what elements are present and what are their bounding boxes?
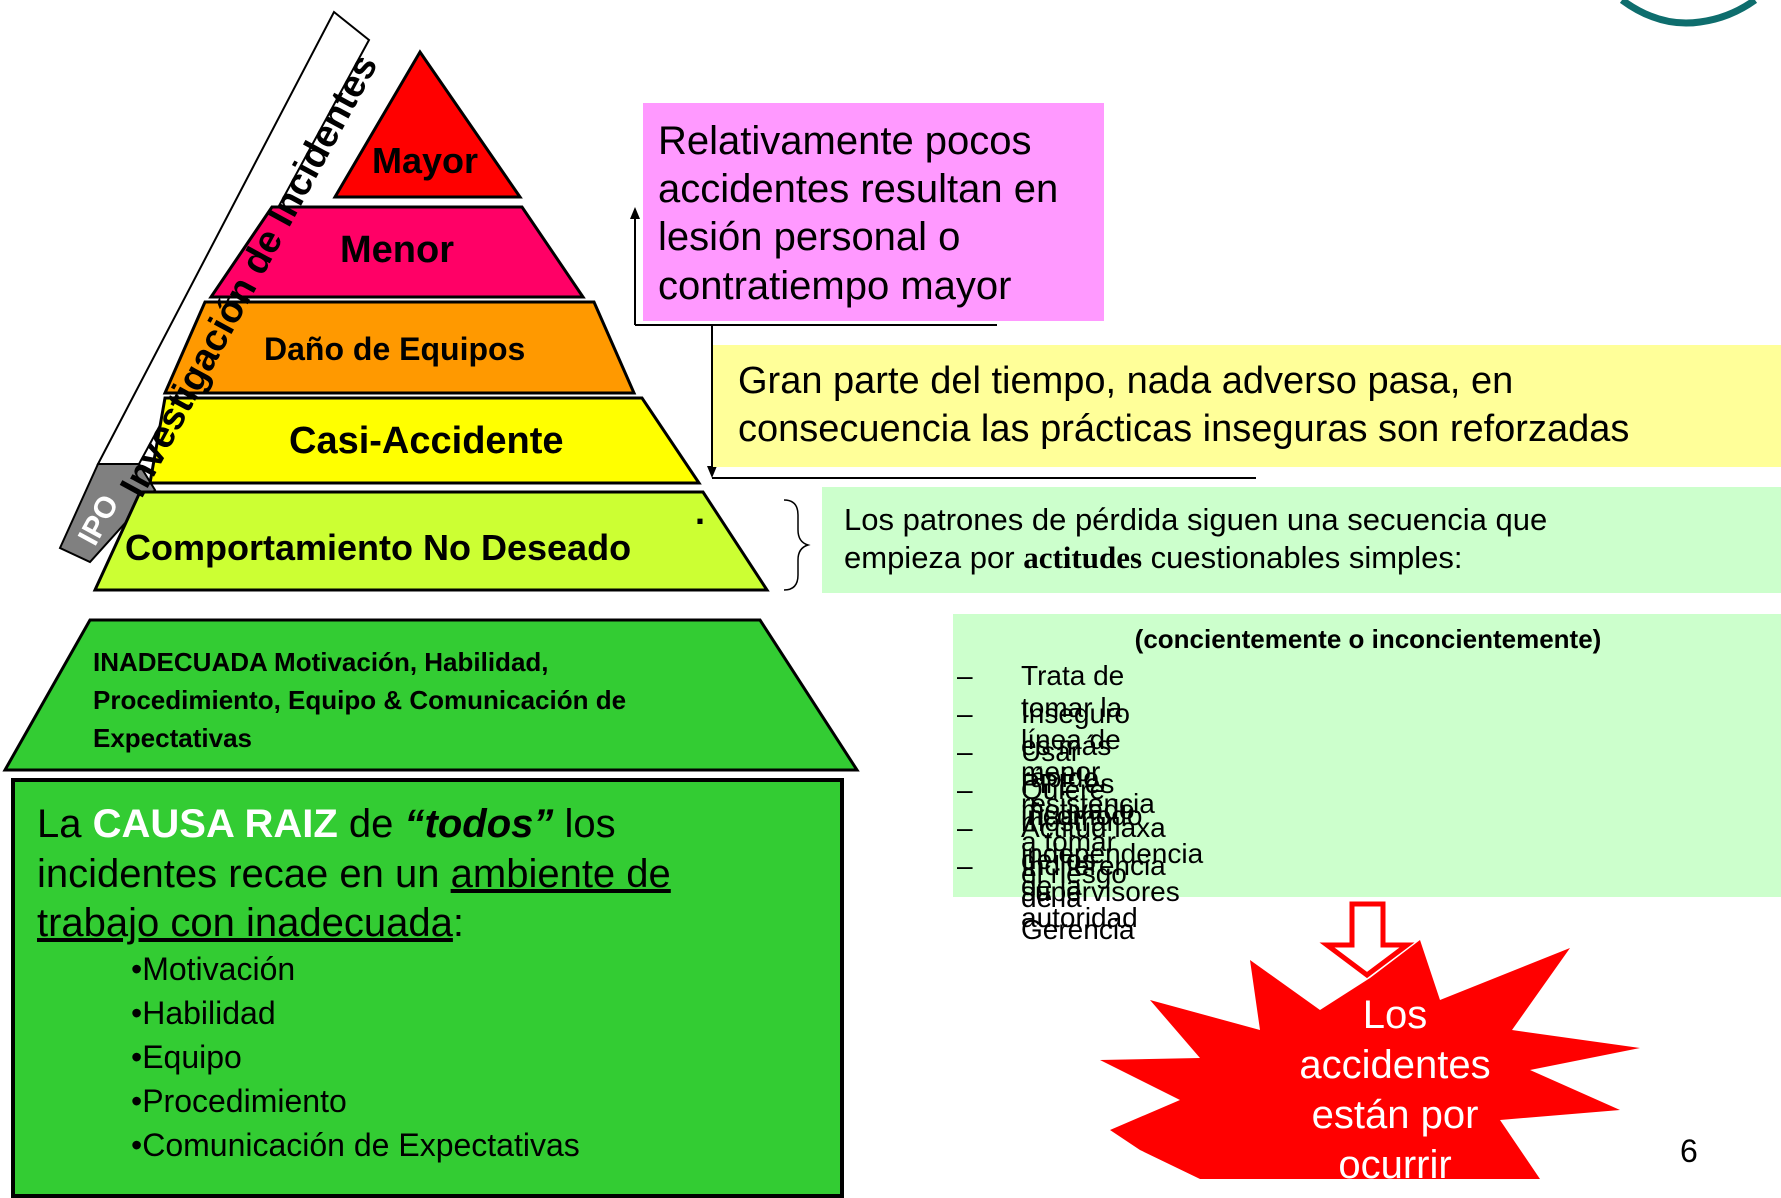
attitudes-header: (concientemente o inconcientemente) bbox=[1134, 624, 1602, 654]
pyramid-label-mayor: Mayor bbox=[372, 140, 479, 181]
root-cause-bullet: •Comunicación de Expectativas bbox=[131, 1127, 580, 1163]
burst-line: Los bbox=[1362, 993, 1428, 1037]
attitude-text: Trata de tomar la línea de menor resiste… bbox=[1021, 660, 1155, 819]
pyramid-label-comportamiento: Comportamiento No Deseado bbox=[125, 527, 632, 568]
root-cause-todos: “todos” bbox=[404, 802, 554, 846]
ipo-band bbox=[58, 463, 157, 564]
green-note-line-1: Los patrones de pérdida siguen una secue… bbox=[844, 502, 1548, 537]
pyramid-layer-mayor bbox=[332, 49, 523, 199]
pink-note-line: Relativamente pocos bbox=[658, 119, 1032, 163]
dash-icon: – bbox=[957, 812, 973, 843]
green-note-keyword: actitudes bbox=[1023, 540, 1143, 575]
pyramid-label-menor: Menor bbox=[340, 229, 454, 271]
green-note-line-2: empieza por actitudes cuestionables simp… bbox=[844, 540, 1463, 576]
root-cause-text: : bbox=[452, 901, 465, 945]
base-trapezoid bbox=[2, 618, 860, 772]
pink-note-line: lesión personal o bbox=[658, 215, 961, 259]
burst-line: están por bbox=[1311, 1093, 1479, 1137]
green-note-box: Los patrones de pérdida siguen una secue… bbox=[822, 487, 1781, 593]
base-trapezoid-line: Procedimiento, Equipo & Comunicación de bbox=[93, 685, 627, 715]
dash-icon: – bbox=[957, 774, 973, 805]
page-number: 6 bbox=[1680, 1133, 1698, 1169]
attitude-text: Actitud laxa de los supervisores bbox=[1021, 812, 1180, 907]
root-cause-keyword: CAUSA RAIZ bbox=[92, 802, 338, 846]
base-trapezoid-line: Expectativas bbox=[93, 723, 252, 753]
pyramid-layer-comportamiento bbox=[92, 490, 770, 592]
pink-note-line: contratiempo mayor bbox=[658, 264, 1012, 308]
burst-text: Los accidentes están por ocurrir bbox=[1270, 990, 1520, 1190]
explosion-burst-shape bbox=[1100, 940, 1640, 1179]
brace-icon bbox=[783, 499, 811, 591]
yellow-note-line: Gran parte del tiempo, nada adverso pasa… bbox=[738, 360, 1514, 402]
burst-line: accidentes bbox=[1299, 1043, 1491, 1087]
attitude-text: Usar PPE es incomodo bbox=[1021, 736, 1143, 831]
root-cause-bullet: •Habilidad bbox=[131, 995, 276, 1031]
yellow-note-line: consecuencia las prácticas inseguras son… bbox=[738, 408, 1630, 450]
root-cause-underlined: trabajo con inadecuada bbox=[37, 901, 453, 945]
dash-icon: – bbox=[957, 660, 973, 691]
pyramid-label-casi-accidente: Casi-Accidente bbox=[289, 420, 564, 462]
yellow-note-box: Gran parte del tiempo, nada adverso pasa… bbox=[713, 345, 1781, 467]
pyramid-layer-casi-accidente bbox=[148, 396, 702, 485]
arrow-down-icon bbox=[707, 466, 717, 478]
root-cause-line-3: trabajo con inadecuada: bbox=[37, 901, 464, 946]
root-cause-text: La bbox=[37, 802, 93, 846]
pyramid-dot: . bbox=[695, 491, 706, 532]
pink-note-box: Relativamente pocos accidentes resultan … bbox=[643, 103, 1104, 321]
root-cause-box: La CAUSA RAIZ de “todos” los incidentes … bbox=[11, 778, 844, 1198]
arrow-up-icon bbox=[630, 207, 640, 219]
hollow-arrow-down-icon bbox=[1319, 901, 1415, 979]
base-trapezoid-line: INADECUADA Motivación, Habilidad, bbox=[93, 647, 549, 677]
root-cause-text: incidentes recae en un bbox=[37, 852, 451, 896]
green-note-text: cuestionables simples: bbox=[1142, 540, 1463, 575]
pink-note-line: accidentes resultan en bbox=[658, 167, 1059, 211]
base-trapezoid-text: INADECUADA Motivación, Habilidad, Proced… bbox=[93, 643, 626, 757]
dash-icon: – bbox=[957, 850, 973, 881]
root-cause-underlined: ambiente de bbox=[450, 852, 671, 896]
attitude-text: Inseguro es más rápido, motivado a tomar… bbox=[1021, 698, 1135, 889]
root-cause-line-1: La CAUSA RAIZ de “todos” los bbox=[37, 802, 616, 847]
green-note-text: empieza por bbox=[844, 540, 1024, 575]
dash-icon: – bbox=[957, 736, 973, 767]
attitudes-box: (concientemente o inconcientemente) – Tra… bbox=[953, 614, 1781, 945]
pyramid-label-dano-equipos: Daño de Equipos bbox=[264, 331, 526, 367]
attitude-text: Quiere mostrar independencia de la autor… bbox=[1021, 774, 1204, 933]
dash-icon: – bbox=[957, 698, 973, 729]
root-cause-bullet: •Procedimiento bbox=[131, 1083, 347, 1119]
root-cause-text: de bbox=[337, 802, 405, 846]
root-cause-line-2: incidentes recae en un ambiente de bbox=[37, 852, 671, 897]
pyramid-layer-dano-equipos bbox=[162, 300, 637, 395]
root-cause-text: los bbox=[553, 802, 616, 846]
root-cause-bullet: •Motivación bbox=[131, 951, 296, 987]
root-cause-bullet: •Equipo bbox=[131, 1039, 242, 1075]
attitude-text: Indiferencia de la Gerencia bbox=[1021, 850, 1166, 945]
logo-icon bbox=[1619, 0, 1758, 27]
pyramid-layer-menor bbox=[208, 205, 586, 299]
burst-line: ocurrir bbox=[1338, 1143, 1452, 1187]
